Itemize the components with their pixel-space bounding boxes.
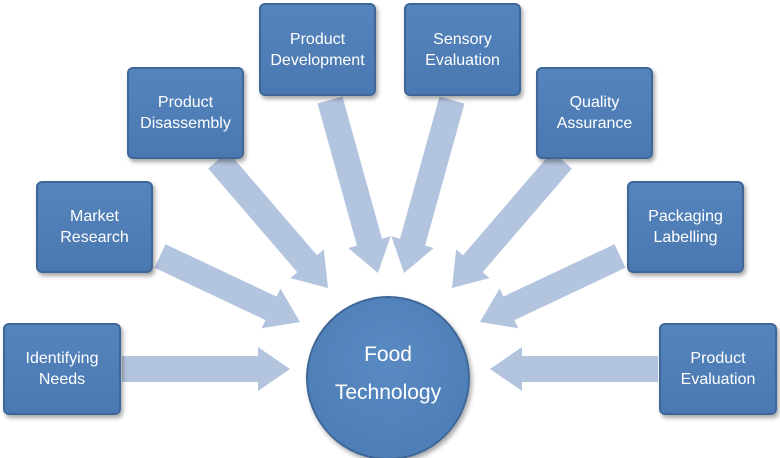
node-label-line2: Disassembly xyxy=(140,115,231,132)
node-product-development: Product Development xyxy=(259,3,376,96)
node-market-research: Market Research xyxy=(36,181,153,273)
node-packaging-labelling: Packaging Labelling xyxy=(627,181,744,273)
node-label-line2: Needs xyxy=(38,371,86,388)
arrow-product-development-to-hub xyxy=(317,96,391,273)
arrow-packaging-labelling-to-hub xyxy=(480,244,626,329)
node-label-line1: Identifying xyxy=(25,350,99,367)
node-label-line2: Assurance xyxy=(556,115,633,132)
node-sensory-evaluation: Sensory Evaluation xyxy=(404,3,521,96)
node-label-line1: Quality xyxy=(569,94,620,111)
arrow-sensory-evaluation-to-hub xyxy=(391,96,465,273)
node-label-line2: Evaluation xyxy=(680,371,756,388)
node-label-line1: Product xyxy=(157,94,214,111)
hub-food-technology: Food Technology xyxy=(306,296,470,458)
node-label-line1: Packaging xyxy=(648,208,723,225)
node-identifying-needs: Identifying Needs xyxy=(3,323,121,415)
node-product-evaluation: Product Evaluation xyxy=(659,323,777,415)
node-label-line2: Labelling xyxy=(653,229,718,246)
arrow-product-evaluation-to-hub xyxy=(490,347,658,391)
node-label-line2: Development xyxy=(270,51,365,69)
node-label-line1: Product xyxy=(289,30,346,48)
arrow-product-disassembly-to-hub xyxy=(208,151,328,288)
node-label-line1: Product xyxy=(690,350,746,367)
arrow-quality-assurance-to-hub xyxy=(452,151,572,288)
node-product-disassembly: Product Disassembly xyxy=(127,67,244,159)
arrow-market-research-to-hub xyxy=(154,244,300,329)
hub-label-line1: Food xyxy=(364,343,412,366)
node-label-line2: Research xyxy=(60,229,129,246)
arrow-identifying-needs-to-hub xyxy=(122,347,290,391)
node-label-line1: Sensory xyxy=(433,30,492,48)
node-label-line1: Market xyxy=(70,208,119,225)
hub-label-line2: Technology xyxy=(334,381,442,404)
node-quality-assurance: Quality Assurance xyxy=(536,67,653,159)
node-label-line2: Evaluation xyxy=(425,51,500,69)
